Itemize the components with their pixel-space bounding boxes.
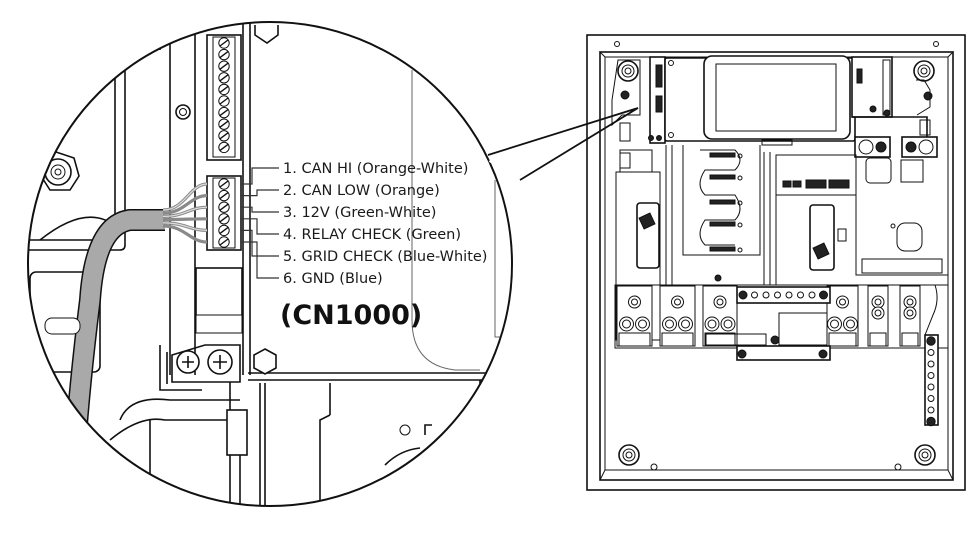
bracket [226,409,248,456]
leader-line-pin-1 [241,167,279,185]
display-window [715,63,837,132]
pin-label-5: 5. GRID CHECK (Blue-White) [283,249,487,265]
pin-label-4: 4. RELAY CHECK (Green) [283,227,461,243]
mounting-boss [618,444,640,466]
magnifier-circle-outline [27,21,513,507]
mounting-boss [617,60,639,82]
phillips-screw-icon [182,356,194,368]
pin-label-3: 3. 12V (Green-White) [283,205,436,221]
left-breaker-handle [636,202,660,269]
cn1000-location [655,95,663,113]
pin-labels: 1. CAN HI (Orange-White) 2. CAN LOW (Ora… [283,161,487,287]
pin-label-2: 2. CAN LOW (Orange) [283,183,440,199]
leader-line-pin-2 [241,189,279,197]
communication-cable [44,209,165,451]
mounting-boss [914,444,936,466]
phillips-screw-icon [213,355,227,369]
pin-label-1: 1. CAN HI (Orange-White) [283,161,468,177]
breaker-terminal [826,285,859,347]
leader-line-pin-5 [241,229,279,257]
panel-edge [28,60,126,251]
callout-pointer [487,107,639,181]
breaker-terminal [659,285,696,347]
leader-line-pin-6 [241,241,279,279]
pin-label-6: 6. GND (Blue) [283,271,383,287]
right-breaker-handle [809,204,835,271]
bus-fingers [699,149,743,253]
breaker-terminal [616,285,653,347]
pin-leader-lines [241,167,279,279]
enclosure-outer-frame [586,34,966,491]
enclosure-overview [586,34,966,491]
wire-pin-4 [162,217,208,222]
ground-screws [171,344,241,383]
connector-label: (CN1000) [280,300,422,331]
hex-nut [253,348,277,375]
magnified-detail-view [27,21,639,507]
wire-pin-2 [162,194,208,215]
cable-wires [162,182,208,244]
leader-line-pin-3 [241,206,279,213]
breaker-terminal [702,285,738,347]
wire-pin-6 [162,224,208,244]
leader-line-pin-4 [241,218,279,235]
neutral-busbar [736,286,831,304]
mounting-boss [913,60,935,82]
